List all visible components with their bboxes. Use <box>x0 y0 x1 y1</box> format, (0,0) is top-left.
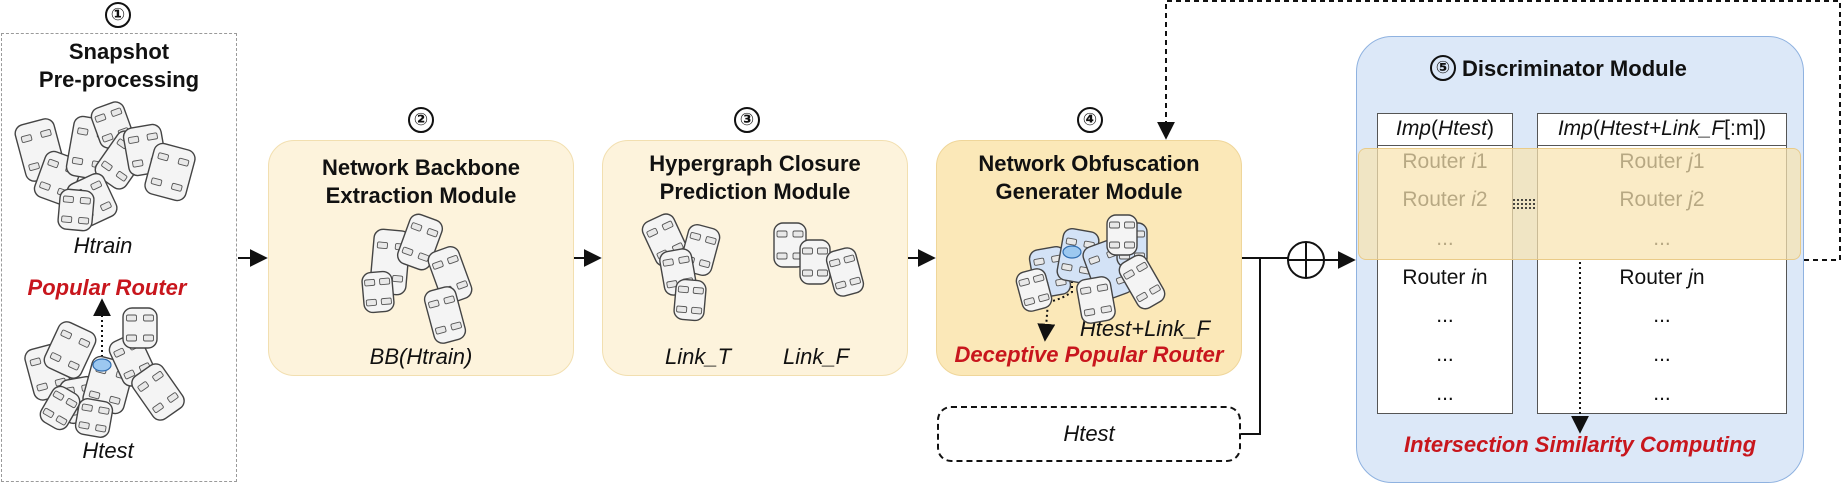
left-row-pre: ... <box>1436 382 1454 405</box>
deceptive-router-label: Deceptive Popular Router <box>954 342 1224 367</box>
left-row-idx: n <box>1475 266 1488 289</box>
htest-hyperedge <box>39 385 81 431</box>
obfuscated-hyperedge <box>1076 276 1116 324</box>
htrain-label: Htrain <box>73 233 133 258</box>
obfuscation-title-line2: Generater Module <box>995 179 1183 204</box>
discriminator-title: Discriminator Module <box>1462 56 1687 81</box>
obfuscation-title-line1: Network Obfuscation <box>978 151 1200 176</box>
right-table-header-divider <box>1537 145 1787 146</box>
left-row-var: i <box>1471 266 1476 289</box>
left-table-row: ... <box>1377 343 1513 367</box>
link-t-hyperedge <box>673 278 707 322</box>
deceptive-router-icon <box>1062 245 1082 259</box>
right-row-idx: n <box>1692 266 1705 289</box>
obfuscation-title: Network Obfuscation Generater Module <box>936 150 1242 206</box>
backbone-hyperedge <box>423 286 467 344</box>
htrain-hyperedge <box>57 188 95 232</box>
right-table-header: Imp(Htest+Link_F[:m]) <box>1537 117 1787 141</box>
popular-router-label: Popular Router <box>27 275 187 300</box>
backbone-title-line2: Extraction Module <box>325 183 517 208</box>
htest-input-label: Htest <box>1063 421 1115 446</box>
backbone-caption: BB(Htrain) <box>369 344 473 369</box>
htest-hyperedge <box>131 363 185 421</box>
right-row-pre: ... <box>1653 304 1671 327</box>
step-5-badge: ⑤ <box>1430 55 1456 81</box>
step-1-badge: ① <box>105 2 131 28</box>
intersection-similarity-label: Intersection Similarity Computing <box>1403 432 1757 457</box>
left-header-close: ) <box>1487 117 1495 140</box>
preprocessing-title-line1: Snapshot <box>68 39 170 64</box>
left-table-header-divider <box>1377 145 1513 146</box>
left-header-fn: Imp <box>1395 117 1431 140</box>
left-table-row: Router in <box>1377 266 1513 290</box>
htrain-hyperedge <box>144 142 196 202</box>
right-row-pre: ... <box>1653 382 1671 405</box>
right-table-row: ... <box>1537 343 1787 367</box>
right-table-row: ... <box>1537 382 1787 406</box>
right-header-arg: Htest+Link_F <box>1599 117 1725 140</box>
preprocessing-title-line2: Pre-processing <box>38 67 200 92</box>
hypergraph-title-line1: Hypergraph Closure <box>649 151 861 176</box>
right-header-open: ( <box>1592 117 1600 140</box>
link-t-label: Link_T <box>664 344 732 369</box>
link-f-label: Link_F <box>782 344 850 369</box>
htest-hyperedge <box>74 398 114 438</box>
backbone-hyperedge <box>361 270 395 314</box>
htest-hyperedge <box>122 307 158 349</box>
left-row-pre: ... <box>1436 304 1454 327</box>
deceptive-router-arrow <box>1037 256 1073 342</box>
htest-label: Htest <box>82 438 134 463</box>
obfuscated-hyperedge <box>1106 214 1138 256</box>
left-header-open: ( <box>1431 117 1438 140</box>
step-4-badge: ④ <box>1077 107 1103 133</box>
preprocessing-title: Snapshot Pre-processing <box>1 38 237 94</box>
left-table-row: ... <box>1377 382 1513 406</box>
link-f-hyperedge <box>799 239 831 285</box>
right-row-pre: ... <box>1653 343 1671 366</box>
obfuscated-hyperedge <box>1015 268 1053 312</box>
htest-hyperedge <box>43 321 97 379</box>
htest-to-combiner <box>1241 257 1288 435</box>
right-row-var: j <box>1688 266 1693 289</box>
left-row-pre: ... <box>1436 343 1454 366</box>
popular-router-icon <box>92 358 112 372</box>
right-table-row: ... <box>1537 304 1787 328</box>
backbone-title: Network Backbone Extraction Module <box>268 154 574 210</box>
top-router-highlight <box>1358 148 1801 260</box>
step-3-badge: ③ <box>734 107 760 133</box>
backbone-title-line1: Network Backbone <box>321 155 521 180</box>
obfuscated-hyperedge <box>1118 254 1166 310</box>
row-match-connector <box>1513 199 1537 209</box>
feedback-loop-arrow <box>1157 0 1841 261</box>
right-header-fn: Imp <box>1557 117 1593 140</box>
hypergraph-glyphs <box>14 101 1166 438</box>
step-2-badge: ② <box>408 107 434 133</box>
left-table-header: Imp(Htest) <box>1377 117 1513 141</box>
left-header-arg: Htest <box>1438 117 1488 140</box>
left-table-row: ... <box>1377 304 1513 328</box>
right-row-pre: Router <box>1619 266 1689 289</box>
hypergraph-title-line2: Prediction Module <box>659 179 851 204</box>
right-header-suffix: [:m]) <box>1724 117 1767 140</box>
left-row-pre: Router <box>1402 266 1472 289</box>
preprocessing-panel <box>1 33 237 482</box>
hypergraph-title: Hypergraph Closure Prediction Module <box>602 150 908 206</box>
link-f-hyperedge <box>825 247 865 297</box>
htest-input-box <box>937 406 1241 462</box>
combine-operator-icon <box>1287 241 1325 279</box>
right-table-row: Router jn <box>1537 266 1787 290</box>
